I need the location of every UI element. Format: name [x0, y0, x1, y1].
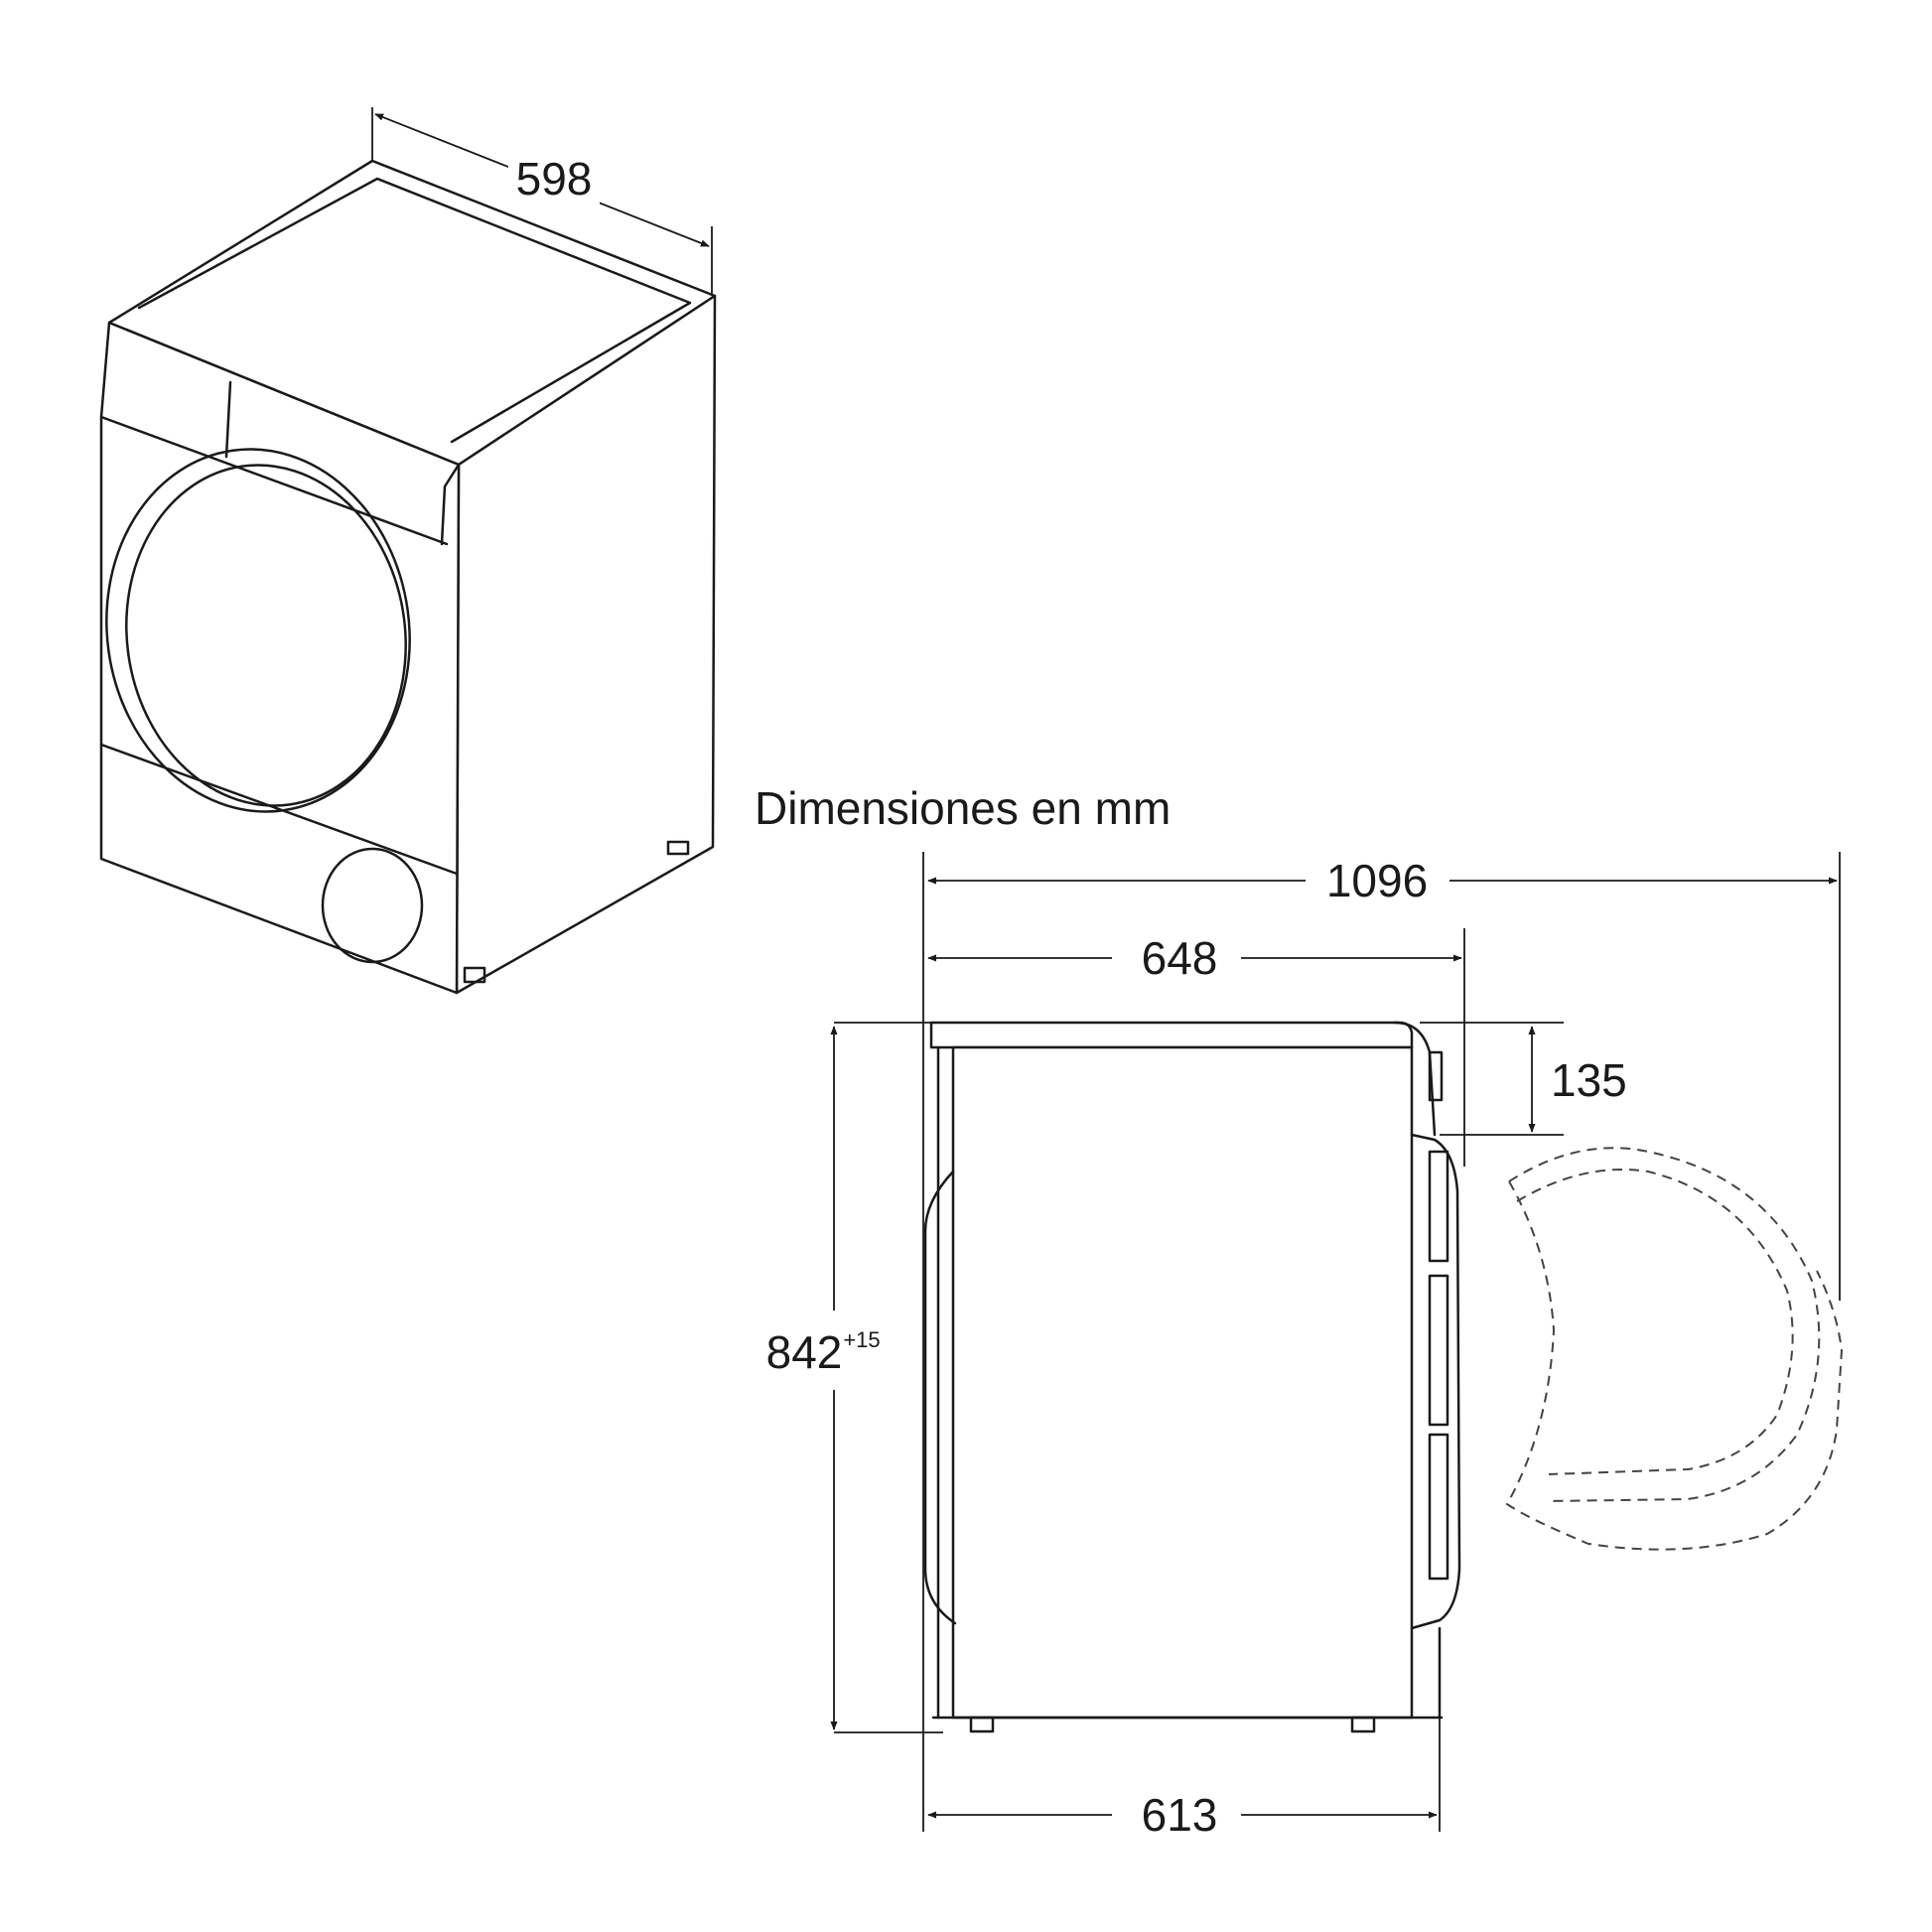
dryer-front [99, 321, 461, 995]
door-hinge-upper [1428, 1150, 1449, 1263]
door-profile [1410, 1133, 1461, 1630]
door-hinge-lower [1428, 1433, 1449, 1581]
side-view-dryer [834, 852, 1844, 1832]
panel-height-label: 135 [1551, 1054, 1627, 1106]
top-slab [929, 1021, 1414, 1049]
control-knob [1428, 1050, 1444, 1102]
width-label: 598 [516, 153, 593, 205]
total-depth-label: 1096 [1326, 855, 1428, 906]
front-lower-line [99, 743, 459, 876]
depth-with-door-label: 648 [1142, 932, 1218, 984]
door-hinge-middle [1428, 1274, 1449, 1427]
door-outer [105, 448, 411, 813]
foot-back [666, 840, 690, 856]
door-inner [125, 464, 407, 807]
foot-back [969, 1716, 995, 1733]
foot-front [463, 966, 486, 984]
foot-front [1350, 1716, 1376, 1733]
open-door-outline-inner [1516, 1169, 1794, 1475]
condenser-hatch [321, 847, 424, 964]
dryer-body [951, 1045, 1414, 1720]
open-door-swing [1505, 1180, 1844, 1551]
drawing-title: Dimensiones en mm [755, 782, 1171, 834]
isometric-dryer: 598 [99, 107, 717, 995]
back-bulge [923, 1170, 957, 1625]
display-divider [224, 380, 232, 459]
open-door-outline-outer [1508, 1147, 1821, 1502]
control-panel-edge [440, 463, 461, 546]
control-panel-bottom [99, 415, 449, 546]
height-label: 842 [766, 1326, 843, 1378]
height-tolerance-label: +15 [843, 1327, 880, 1352]
label-backdrop [508, 147, 600, 205]
body-depth-label: 613 [1142, 1789, 1218, 1841]
